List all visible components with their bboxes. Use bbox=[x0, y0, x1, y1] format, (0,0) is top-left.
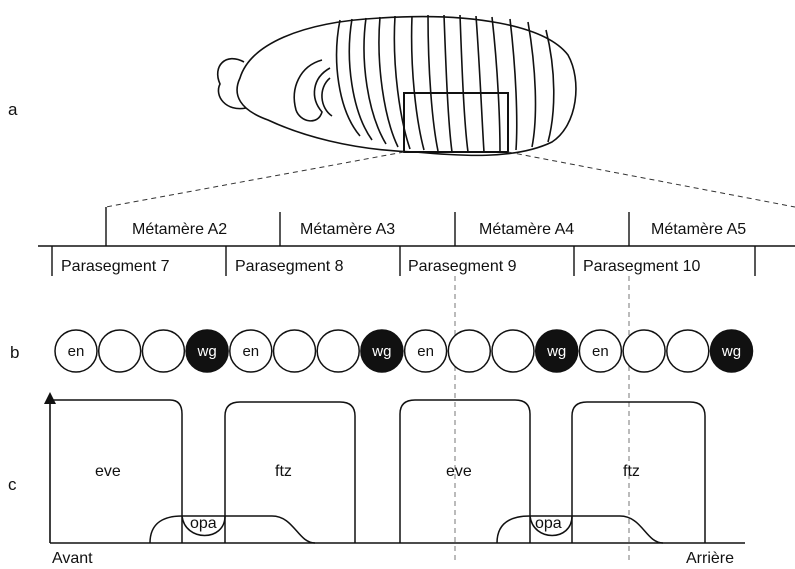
cell-14 bbox=[666, 329, 710, 373]
cell-15 bbox=[709, 329, 754, 373]
axis-arrow-icon bbox=[44, 392, 56, 404]
axis-label-anterior: Avant bbox=[52, 550, 93, 567]
parasegment-label-8: Parasegment 8 bbox=[235, 258, 344, 275]
expression-curves bbox=[50, 399, 706, 544]
cell-7 bbox=[360, 329, 404, 373]
cell-11 bbox=[534, 329, 579, 373]
embryo-outline bbox=[217, 14, 577, 157]
cell-label-3: wg bbox=[197, 343, 217, 360]
parasegment-guides bbox=[454, 276, 630, 560]
eve-stripe-1 bbox=[50, 399, 183, 543]
metamere-label-a2: Métamère A2 bbox=[132, 221, 227, 238]
cell-label-4: en bbox=[242, 343, 259, 360]
metamere-label-a4: Métamère A4 bbox=[479, 221, 574, 238]
expression-axes bbox=[49, 396, 745, 544]
metamere-label-a5: Métamère A5 bbox=[651, 221, 746, 238]
cell-label-11: wg bbox=[546, 343, 566, 360]
opa-curve-1 bbox=[149, 515, 316, 544]
panel-label-b: b bbox=[10, 343, 19, 362]
cell-0 bbox=[54, 329, 98, 373]
cell-label-12: en bbox=[592, 343, 609, 360]
cell-6 bbox=[316, 329, 360, 373]
axis-label-posterior: Arrière bbox=[686, 550, 734, 567]
parasegment-label-9: Parasegment 9 bbox=[408, 258, 517, 275]
cell-9 bbox=[447, 329, 492, 373]
zoom-projection-lines bbox=[105, 151, 795, 208]
gene-label-opa-1: opa bbox=[190, 515, 217, 532]
cell-5 bbox=[272, 329, 317, 373]
gene-label-eve-1: eve bbox=[95, 463, 121, 480]
panel-label-a: a bbox=[8, 100, 18, 119]
parasegment-label-7: Parasegment 7 bbox=[61, 258, 170, 275]
panel-label-c: c bbox=[8, 475, 17, 494]
opa-dip-1 bbox=[181, 515, 226, 537]
eve-stripe-2 bbox=[399, 399, 531, 543]
cell-row: en wg en wg en wg en wg bbox=[54, 329, 754, 373]
gene-label-ftz-2: ftz bbox=[623, 463, 640, 480]
cell-1 bbox=[97, 329, 142, 373]
ftz-stripe-1 bbox=[224, 401, 356, 543]
opa-dip-2 bbox=[529, 515, 573, 537]
cell-label-8: en bbox=[417, 343, 434, 360]
cell-4 bbox=[229, 329, 273, 373]
cell-3 bbox=[185, 329, 229, 373]
cell-10 bbox=[491, 329, 535, 373]
cell-12 bbox=[578, 329, 623, 373]
metamere-label-a3: Métamère A3 bbox=[300, 221, 395, 238]
cell-label-15: wg bbox=[721, 343, 741, 360]
cell-label-0: en bbox=[68, 343, 85, 360]
parasegment-label-10: Parasegment 10 bbox=[583, 258, 701, 275]
cell-8 bbox=[403, 329, 448, 373]
cell-2 bbox=[141, 329, 186, 373]
cell-13 bbox=[622, 329, 666, 373]
gene-label-ftz-1: ftz bbox=[275, 463, 292, 480]
ftz-stripe-2 bbox=[571, 401, 706, 543]
cell-label-7: wg bbox=[371, 343, 391, 360]
gene-label-opa-2: opa bbox=[535, 515, 562, 532]
opa-curve-2 bbox=[496, 515, 664, 544]
gene-label-eve-2: eve bbox=[446, 463, 472, 480]
segment-bars bbox=[38, 207, 795, 276]
